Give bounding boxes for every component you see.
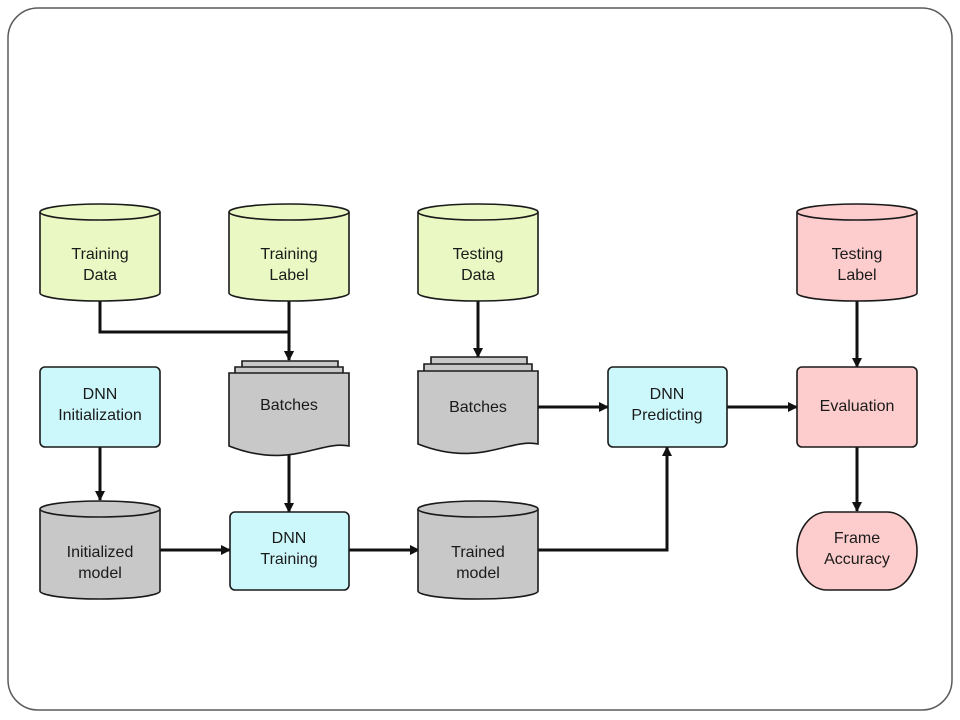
dnn-predicting-box: DNN Predicting	[607, 366, 728, 448]
batches-test-documents: Batches	[417, 356, 539, 455]
svg-text:model: model	[78, 565, 122, 582]
svg-text:Testing: Testing	[453, 246, 504, 263]
svg-text:Predicting: Predicting	[631, 407, 702, 424]
svg-text:Initialized: Initialized	[67, 544, 134, 561]
initialized-model-cylinder: Initialized model	[39, 500, 161, 600]
batches-train-documents: Batches	[228, 360, 350, 457]
svg-text:Training: Training	[260, 551, 317, 568]
testing-label-line1: Testing	[832, 246, 883, 263]
testing-data-line2: Data	[461, 267, 495, 284]
batches-test-label: Batches	[449, 399, 507, 416]
initialized-model-line2: model	[78, 565, 122, 582]
training-data-line1: Training	[71, 246, 128, 263]
training-label-line2: Label	[269, 267, 308, 284]
dnn-training-line1: DNN	[272, 530, 307, 547]
frame-accuracy-line1: Frame	[834, 530, 880, 547]
svg-text:Label: Label	[269, 267, 308, 284]
evaluation-label: Evaluation	[820, 398, 895, 415]
edge-trained-model-to-dnn-predicting	[538, 446, 672, 552]
dnn-initialization-box: DNN Initialization	[39, 366, 161, 448]
trained-model-line2: model	[456, 565, 500, 582]
svg-text:Initialization: Initialization	[58, 407, 142, 424]
svg-text:Evaluation: Evaluation	[820, 398, 895, 415]
testing-label-line2: Label	[837, 267, 876, 284]
svg-text:Training: Training	[71, 246, 128, 263]
svg-text:Training: Training	[260, 246, 317, 263]
svg-text:DNN: DNN	[272, 530, 307, 547]
evaluation-box: Evaluation	[796, 366, 918, 448]
trained-model-line1: Trained	[451, 544, 505, 561]
svg-text:Batches: Batches	[449, 399, 507, 416]
batches-train-label: Batches	[260, 397, 318, 414]
training-label-line1: Training	[260, 246, 317, 263]
frame-accuracy-terminator: Frame Accuracy	[796, 511, 918, 591]
edges	[95, 300, 862, 555]
svg-text:Trained: Trained	[451, 544, 505, 561]
dnn-predicting-line1: DNN	[650, 386, 685, 403]
testing-data-line1: Testing	[453, 246, 504, 263]
dnn-initialization-line1: DNN	[83, 386, 118, 403]
training-data-line2: Data	[83, 267, 117, 284]
svg-text:Data: Data	[461, 267, 495, 284]
dnn-training-line2: Training	[260, 551, 317, 568]
training-label-cylinder: Training Label	[228, 203, 350, 302]
svg-text:Frame: Frame	[834, 530, 880, 547]
frame-accuracy-line2: Accuracy	[824, 551, 890, 568]
training-data-cylinder: Training Data	[39, 203, 161, 302]
svg-text:Testing: Testing	[832, 246, 883, 263]
svg-text:Label: Label	[837, 267, 876, 284]
dnn-initialization-line2: Initialization	[58, 407, 142, 424]
trained-model-cylinder: Trained model	[417, 500, 539, 600]
svg-text:Batches: Batches	[260, 397, 318, 414]
svg-text:Accuracy: Accuracy	[824, 551, 890, 568]
dnn-training-box: DNN Training	[229, 511, 350, 591]
svg-text:Data: Data	[83, 267, 117, 284]
svg-text:DNN: DNN	[650, 386, 685, 403]
svg-text:model: model	[456, 565, 500, 582]
initialized-model-line1: Initialized	[67, 544, 134, 561]
testing-data-cylinder: Testing Data	[417, 203, 539, 302]
dnn-predicting-line2: Predicting	[631, 407, 702, 424]
testing-label-cylinder: Testing Label	[796, 203, 918, 302]
svg-text:DNN: DNN	[83, 386, 118, 403]
